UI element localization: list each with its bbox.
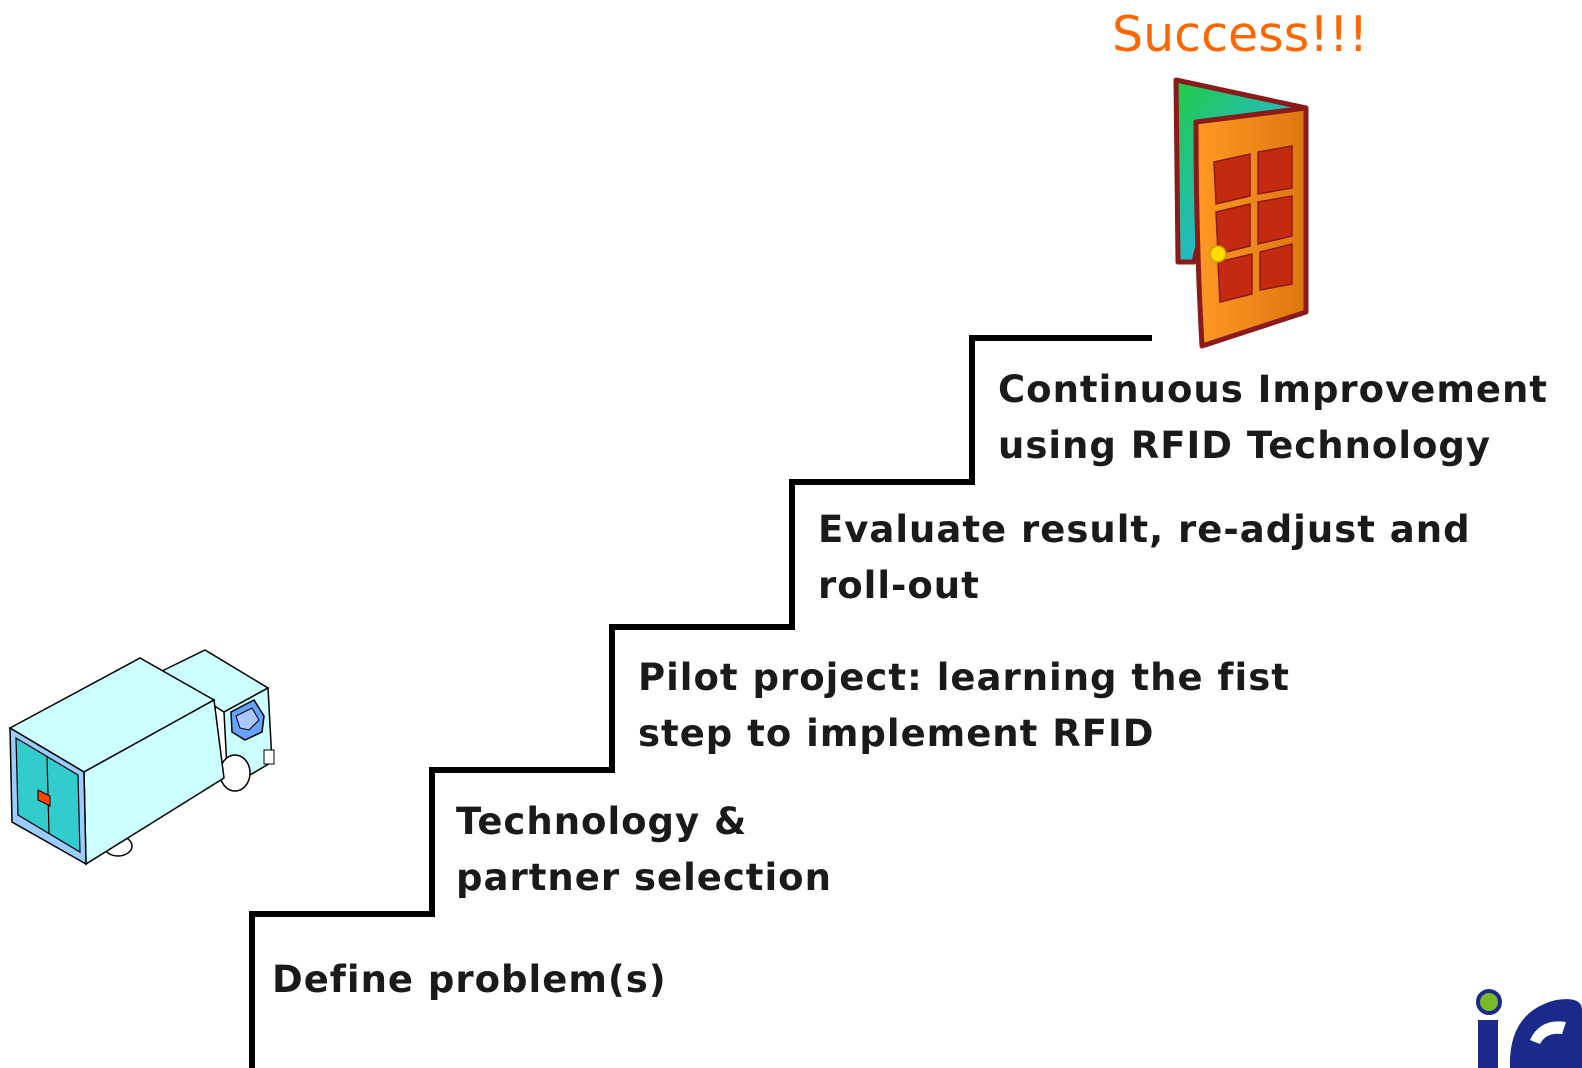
step-2-line-1: Technology & xyxy=(456,800,748,843)
step-5-line-2: using RFID Technology xyxy=(998,424,1492,467)
step-3-line-1: Pilot project: learning the fist xyxy=(638,656,1290,699)
step-3-line-2: step to implement RFID xyxy=(638,712,1155,755)
success-title: Success!!! xyxy=(1112,6,1369,63)
staircase-line xyxy=(249,335,1152,1068)
step-technology-selection: Technology & partner selection xyxy=(456,794,832,906)
step-2-line-2: partner selection xyxy=(456,856,832,899)
step-4-line-1: Evaluate result, re-adjust and xyxy=(818,508,1471,551)
step-4-line-2: roll-out xyxy=(818,564,980,607)
step-pilot-project: Pilot project: learning the fist step to… xyxy=(638,650,1290,762)
step-1-line-1: Define problem(s) xyxy=(272,958,667,1001)
step-5-line-1: Continuous Improvement xyxy=(998,368,1548,411)
step-continuous-improvement: Continuous Improvement using RFID Techno… xyxy=(998,362,1548,474)
step-evaluate-rollout: Evaluate result, re-adjust and roll-out xyxy=(818,502,1471,614)
step-define-problem: Define problem(s) xyxy=(272,952,667,1008)
